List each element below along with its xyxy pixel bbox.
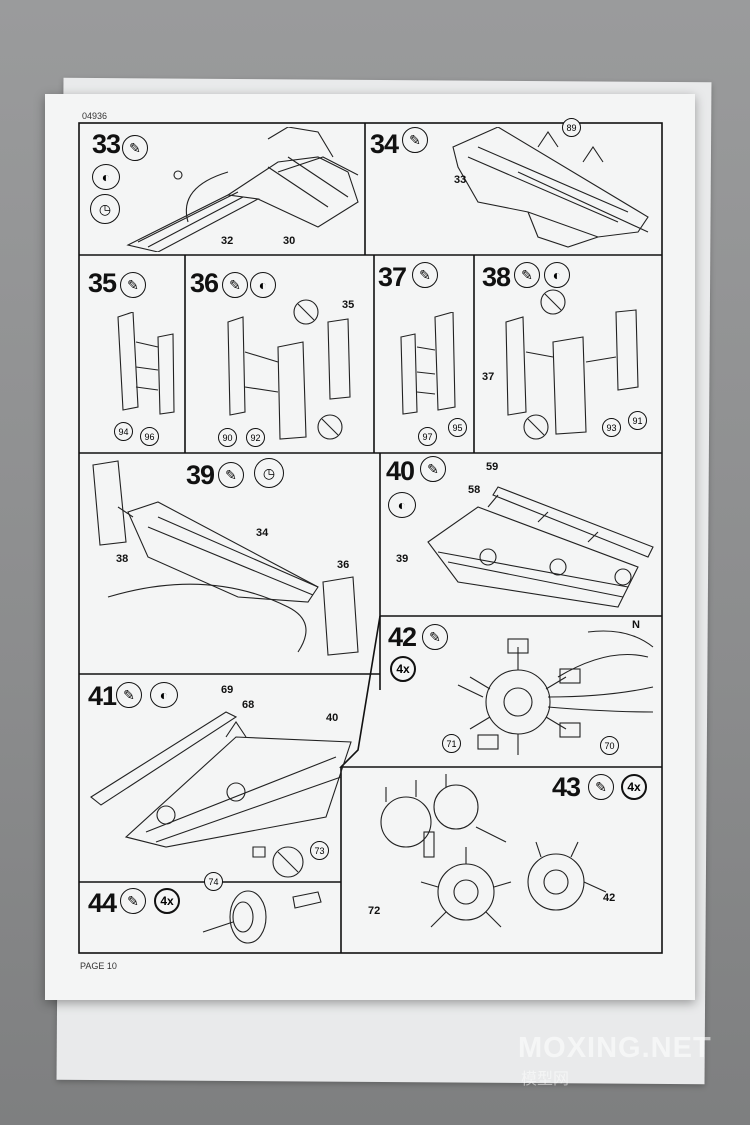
part-91: 91 bbox=[628, 411, 647, 430]
step-36-number: 36 bbox=[190, 268, 219, 298]
step-39-number: 39 bbox=[186, 460, 215, 490]
step-34-wing-drawing bbox=[452, 127, 649, 248]
paint-icon: ◐ bbox=[250, 272, 276, 298]
step-44-number: 44 bbox=[88, 888, 117, 918]
part-37: 37 bbox=[482, 371, 495, 383]
part-69: 69 bbox=[221, 684, 234, 696]
glue-tube-icon: ✎ bbox=[514, 262, 540, 288]
step-41-number: 41 bbox=[88, 681, 117, 711]
part-58: 58 bbox=[468, 484, 481, 496]
glue-tube-icon: ✎ bbox=[422, 624, 448, 650]
part-34: 34 bbox=[256, 527, 269, 539]
part-95: 95 bbox=[448, 418, 467, 437]
step-40-wing-drawing bbox=[427, 486, 654, 608]
part-70: 70 bbox=[600, 736, 619, 755]
step-38-drawing bbox=[505, 289, 639, 440]
steps-grid: 33 ✎ ◐ ◷ 32 30 34 ✎ 89 33 35 ✎ bbox=[78, 118, 663, 954]
step-42-engine-drawing bbox=[457, 630, 654, 755]
part-38: 38 bbox=[116, 553, 129, 565]
step-34-number: 34 bbox=[370, 129, 399, 159]
glue-tube-icon: ✎ bbox=[412, 262, 438, 288]
part-89: 89 bbox=[562, 118, 581, 137]
glue-tube-icon: ✎ bbox=[122, 135, 148, 161]
multiplier-badge: 4x bbox=[154, 888, 180, 914]
part-71: 71 bbox=[442, 734, 461, 753]
glue-tube-icon: ✎ bbox=[402, 127, 428, 153]
part-94: 94 bbox=[114, 422, 133, 441]
glue-tube-icon: ✎ bbox=[120, 888, 146, 914]
part-33: 33 bbox=[454, 174, 467, 186]
part-36: 36 bbox=[337, 559, 350, 571]
page-number: PAGE 10 bbox=[80, 961, 117, 971]
step-43-number: 43 bbox=[552, 772, 581, 802]
part-96: 96 bbox=[140, 427, 159, 446]
step-44-propeller-drawing bbox=[202, 846, 322, 944]
step-35-number: 35 bbox=[88, 268, 117, 298]
glue-tube-icon: ✎ bbox=[420, 456, 446, 482]
part-32: 32 bbox=[221, 235, 234, 247]
part-59: 59 bbox=[486, 461, 499, 473]
step-37-drawing bbox=[400, 312, 456, 415]
part-72: 72 bbox=[368, 905, 381, 917]
step-43-engine-drawing bbox=[380, 774, 607, 928]
part-74: 74 bbox=[204, 872, 223, 891]
glue-tube-icon: ✎ bbox=[222, 272, 248, 298]
paint-icon: ◐ bbox=[92, 164, 120, 190]
paint-icon: ◐ bbox=[388, 492, 416, 518]
clock-icon: ◷ bbox=[254, 458, 284, 488]
paint-icon: ◐ bbox=[150, 682, 178, 708]
part-97: 97 bbox=[418, 427, 437, 446]
glue-tube-icon: ✎ bbox=[120, 272, 146, 298]
part-35: 35 bbox=[342, 299, 355, 311]
multiplier-badge: 4x bbox=[390, 656, 416, 682]
step-39-tail-drawing bbox=[92, 460, 359, 656]
step-33-number: 33 bbox=[92, 129, 121, 159]
step-42-number: 42 bbox=[388, 622, 417, 652]
part-93: 93 bbox=[602, 418, 621, 437]
step-33-wing-drawing bbox=[126, 127, 359, 252]
part-39: 39 bbox=[396, 553, 409, 565]
part-68: 68 bbox=[242, 699, 255, 711]
glue-tube-icon: ✎ bbox=[218, 462, 244, 488]
step-41-wing-drawing bbox=[90, 711, 352, 848]
glue-tube-icon: ✎ bbox=[116, 682, 142, 708]
part-40: 40 bbox=[326, 712, 339, 724]
part-73: 73 bbox=[310, 841, 329, 860]
document-code: 04936 bbox=[82, 111, 108, 121]
step-38-number: 38 bbox=[482, 262, 511, 292]
grid-lines bbox=[78, 122, 663, 954]
watermark: MOXING.NET bbox=[518, 1032, 712, 1064]
part-90: 90 bbox=[218, 428, 237, 447]
instruction-sheet bbox=[45, 94, 695, 1000]
step-35-drawing bbox=[117, 312, 175, 415]
step-37-number: 37 bbox=[378, 262, 407, 292]
clock-icon: ◷ bbox=[90, 194, 120, 224]
watermark-sub: 模型网 bbox=[521, 1071, 570, 1088]
paint-icon: ◐ bbox=[544, 262, 570, 288]
glue-tube-icon: ✎ bbox=[588, 774, 614, 800]
part-30: 30 bbox=[283, 235, 296, 247]
part-42: 42 bbox=[603, 892, 616, 904]
step-36-drawing bbox=[227, 299, 351, 440]
part-92: 92 bbox=[246, 428, 265, 447]
flag-n: N bbox=[632, 619, 640, 631]
multiplier-badge: 4x bbox=[621, 774, 647, 800]
step-40-number: 40 bbox=[386, 456, 415, 486]
